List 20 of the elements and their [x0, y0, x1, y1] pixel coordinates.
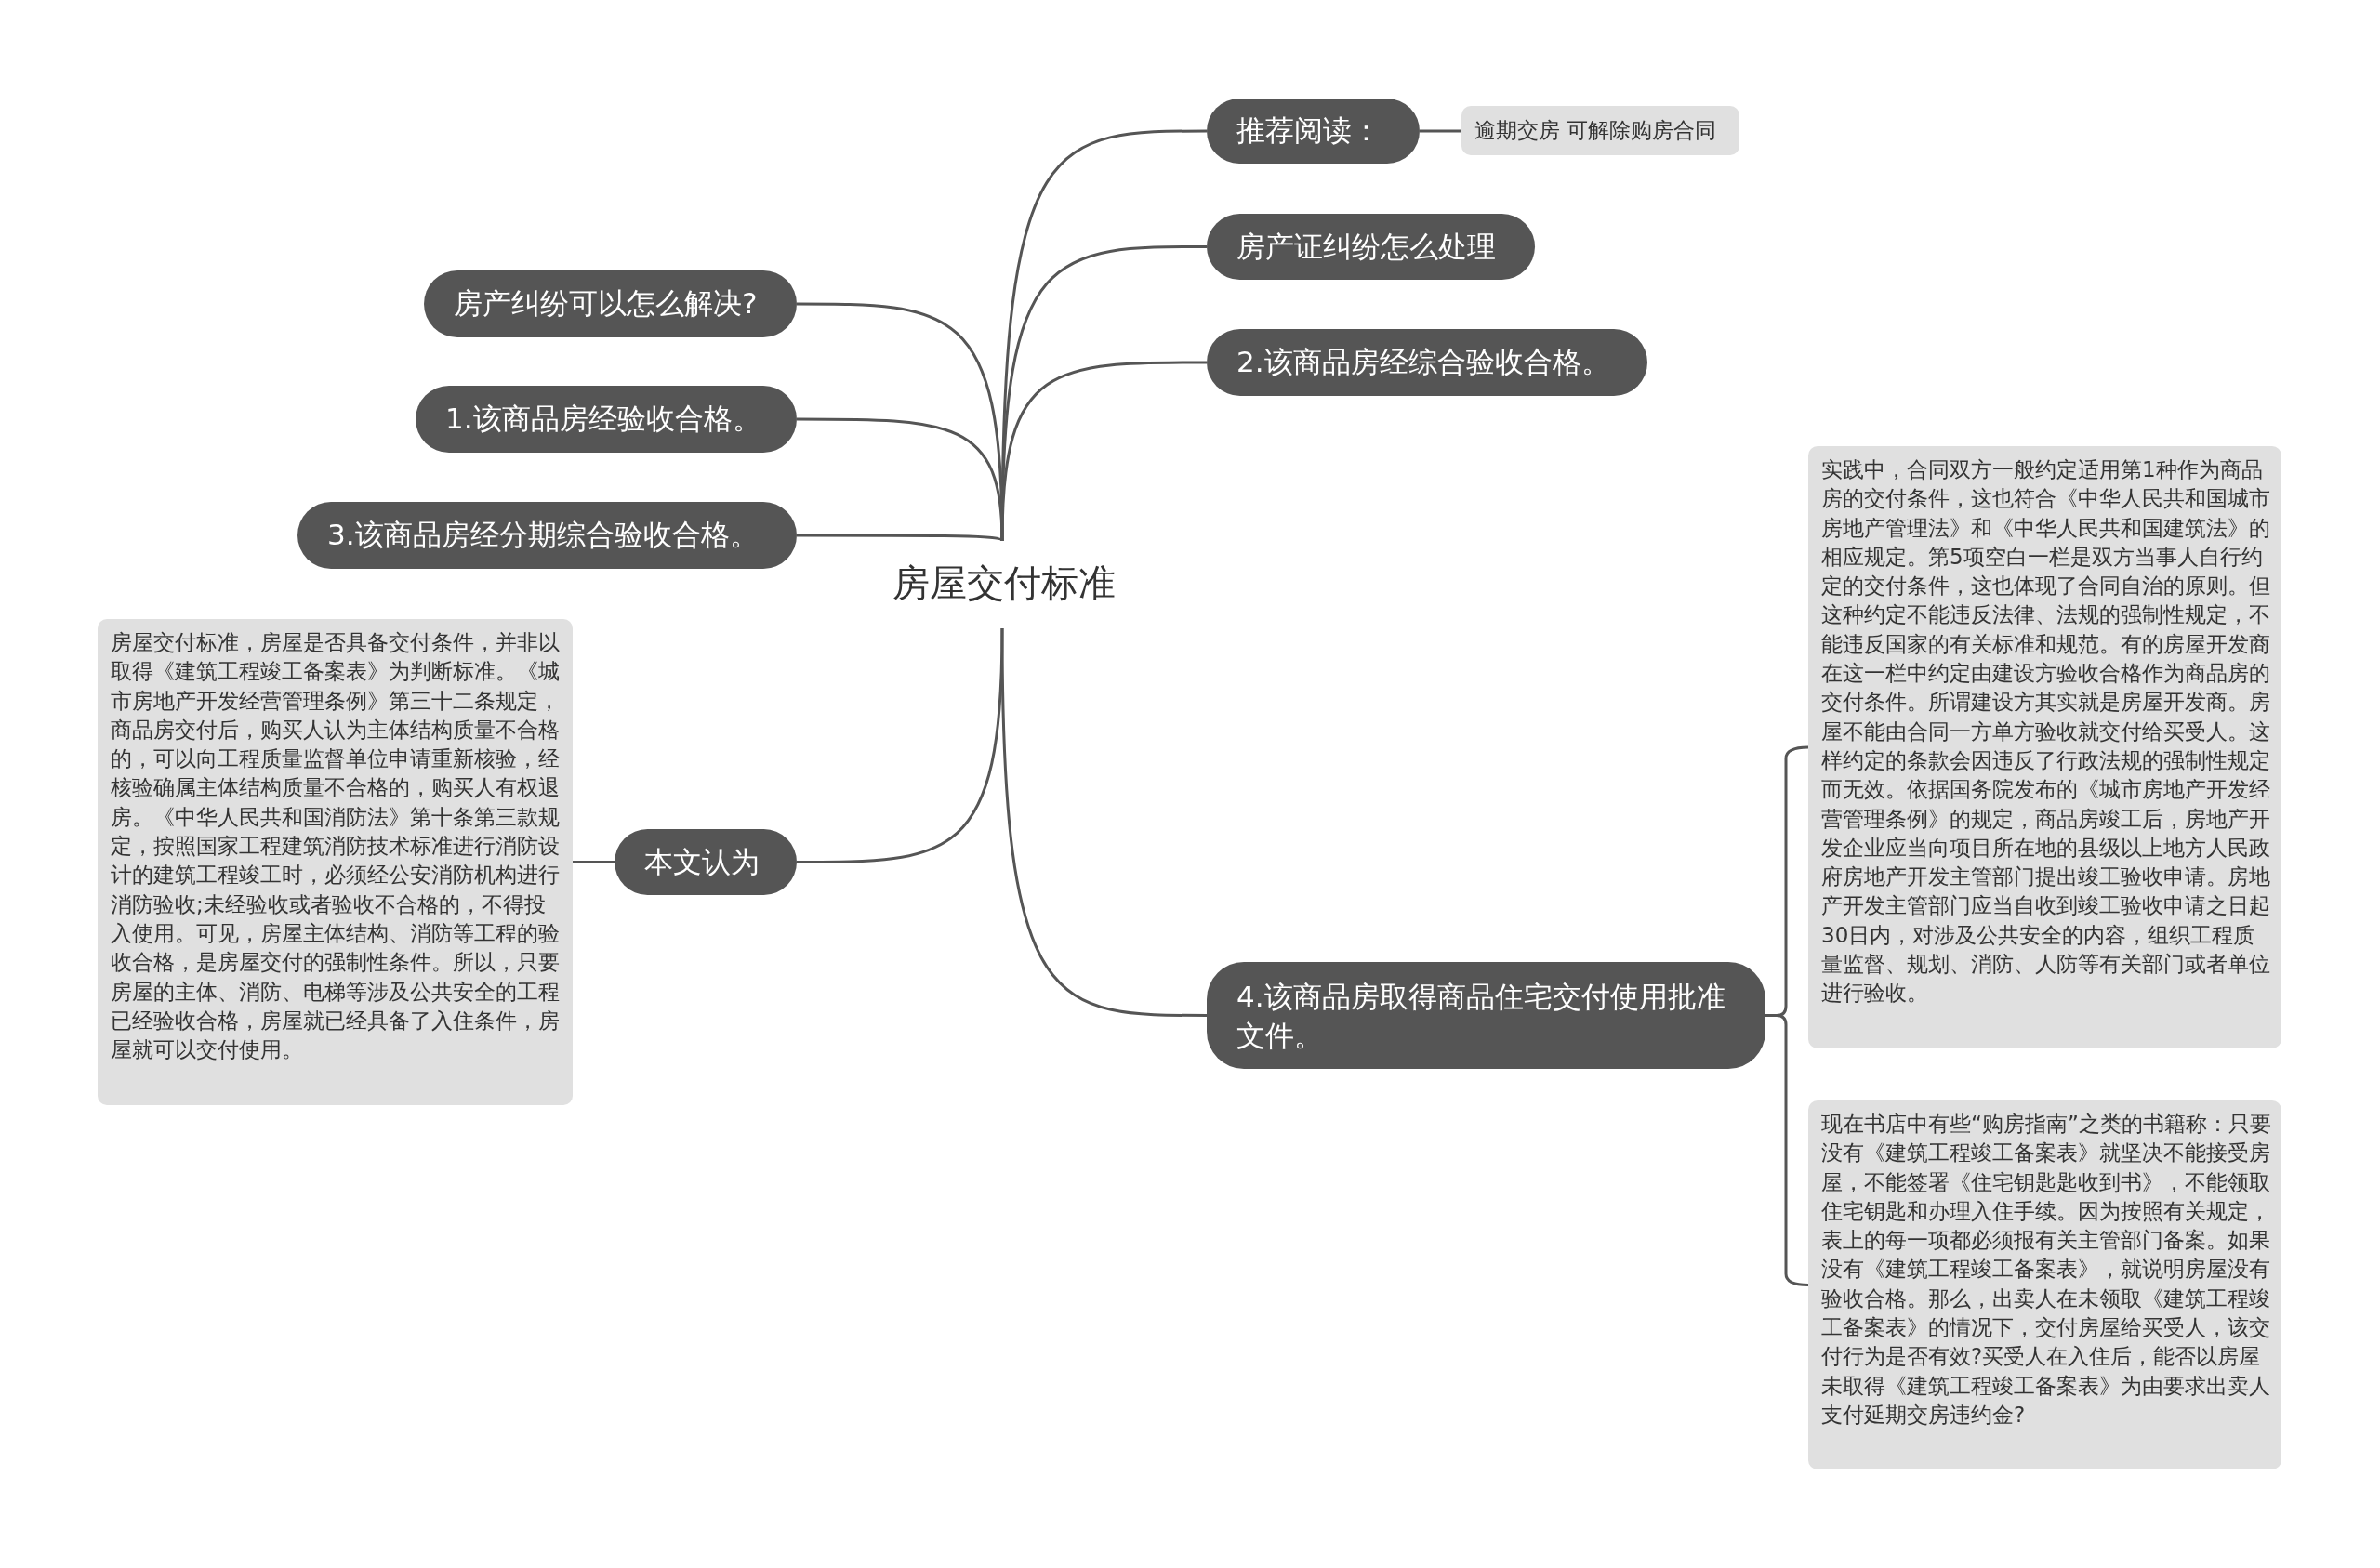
connector-line: [1000, 628, 1207, 1017]
note-box: 实践中，合同双方一般约定适用第1种作为商品房的交付条件，这也符合《中华人民共和国城市房地产管理法》和《中华人民共和国建筑法》的相应规定。第5项空白一栏是双方当事人自行约定的交付条件，这也体现了合同自治的原则。但这种约定不能违反法律、法规的强制性规定，不能违反国家的有关标准和规范。有的房屋开发商在这一栏中约定由建设方验收合格作为商品房的交付条件。所谓建设方其实就是房屋开发商。房屋不能由合同一方单方验收就交付给买受人。这样约定的条款会因违反了行政法规的强制性规定而无效。依据国务院发布的《城市房地产开发经营管理条例》的规定，商品房竣工后，房地产开发企业应当向项目所在地的县级以上地方人民政府房地产开发主管部门提出竣工验收申请。房地产开发主管部门应当自收到竣工验收申请之日起30日内，对涉及公共安全的内容，组织工程质量监督、规划、消防、人防等有关部门或者单位进行验收。: [1808, 446, 2281, 1048]
topic-box: 房产纠纷可以怎么解决?: [424, 270, 797, 337]
connector-line: [797, 627, 1004, 863]
connector-line: [573, 861, 615, 863]
connector-line: [797, 534, 1003, 543]
topic-box: 2.该商品房经综合验收合格。: [1207, 329, 1647, 396]
note-box: 房屋交付标准，房屋是否具备交付条件，并非以取得《建筑工程竣工备案表》为判断标准。《城市房地产开发经营管理条例》第三十二条规定，商品房交付后，购买人认为主体结构质量不合格的，可以向工程质量监督单位申请重新核验，经核验确属主体结构质量不合格的，购买人有权退房。《中华人民共和国消防法》第十条第三款规定，按照国家工程建筑消防技术标准进行消防设计的建筑工程竣工时，必须经公安消防机构进行消防验收;未经验收或者验收不合格的，不得投入使用。可见，房屋主体结构、消防等工程的验收合格，是房屋交付的强制性条件。所以，只要房屋的主体、消防、电梯等涉及公共安全的工程已经验收合格，房屋就已经具备了入住条件，房屋就可以交付使用。: [98, 619, 573, 1105]
connector-line: [1420, 129, 1461, 133]
topic-box: 本文认为: [615, 829, 797, 895]
topic-box: 3.该商品房经分期综合验收合格。: [298, 502, 797, 569]
root-topic: 房屋交付标准: [883, 553, 1125, 613]
connector-line: [1000, 361, 1207, 542]
topic-box: 推荐阅读：: [1207, 99, 1420, 164]
link-box: 逾期交房 可解除购房合同: [1461, 106, 1739, 155]
connector-line: [797, 417, 1004, 542]
topic-box: 4.该商品房取得商品住宅交付使用批准文件。: [1207, 962, 1765, 1069]
topic-box: 房产证纠纷怎么处理: [1207, 214, 1535, 280]
topic-box: 1.该商品房经验收合格。: [416, 386, 797, 453]
note-box: 现在书店中有些“购房指南”之类的书籍称：只要没有《建筑工程竣工备案表》就坚决不能接受房屋，不能签署《住宅钥匙匙收到书》，不能领取住宅钥匙和办理入住手续。因为按照有关规定，表上的每一项都必须报有关主管部门备案。如果没有《建筑工程竣工备案表》，就说明房屋没有验收合格。那么，出卖人在未领取《建筑工程竣工备案表》的情况下，交付房屋给买受人，该交付行为是否有效?买受人在入住后，能否以房屋未取得《建筑工程竣工备案表》为由要求出卖人支付延期交房违约金?: [1808, 1100, 2281, 1469]
